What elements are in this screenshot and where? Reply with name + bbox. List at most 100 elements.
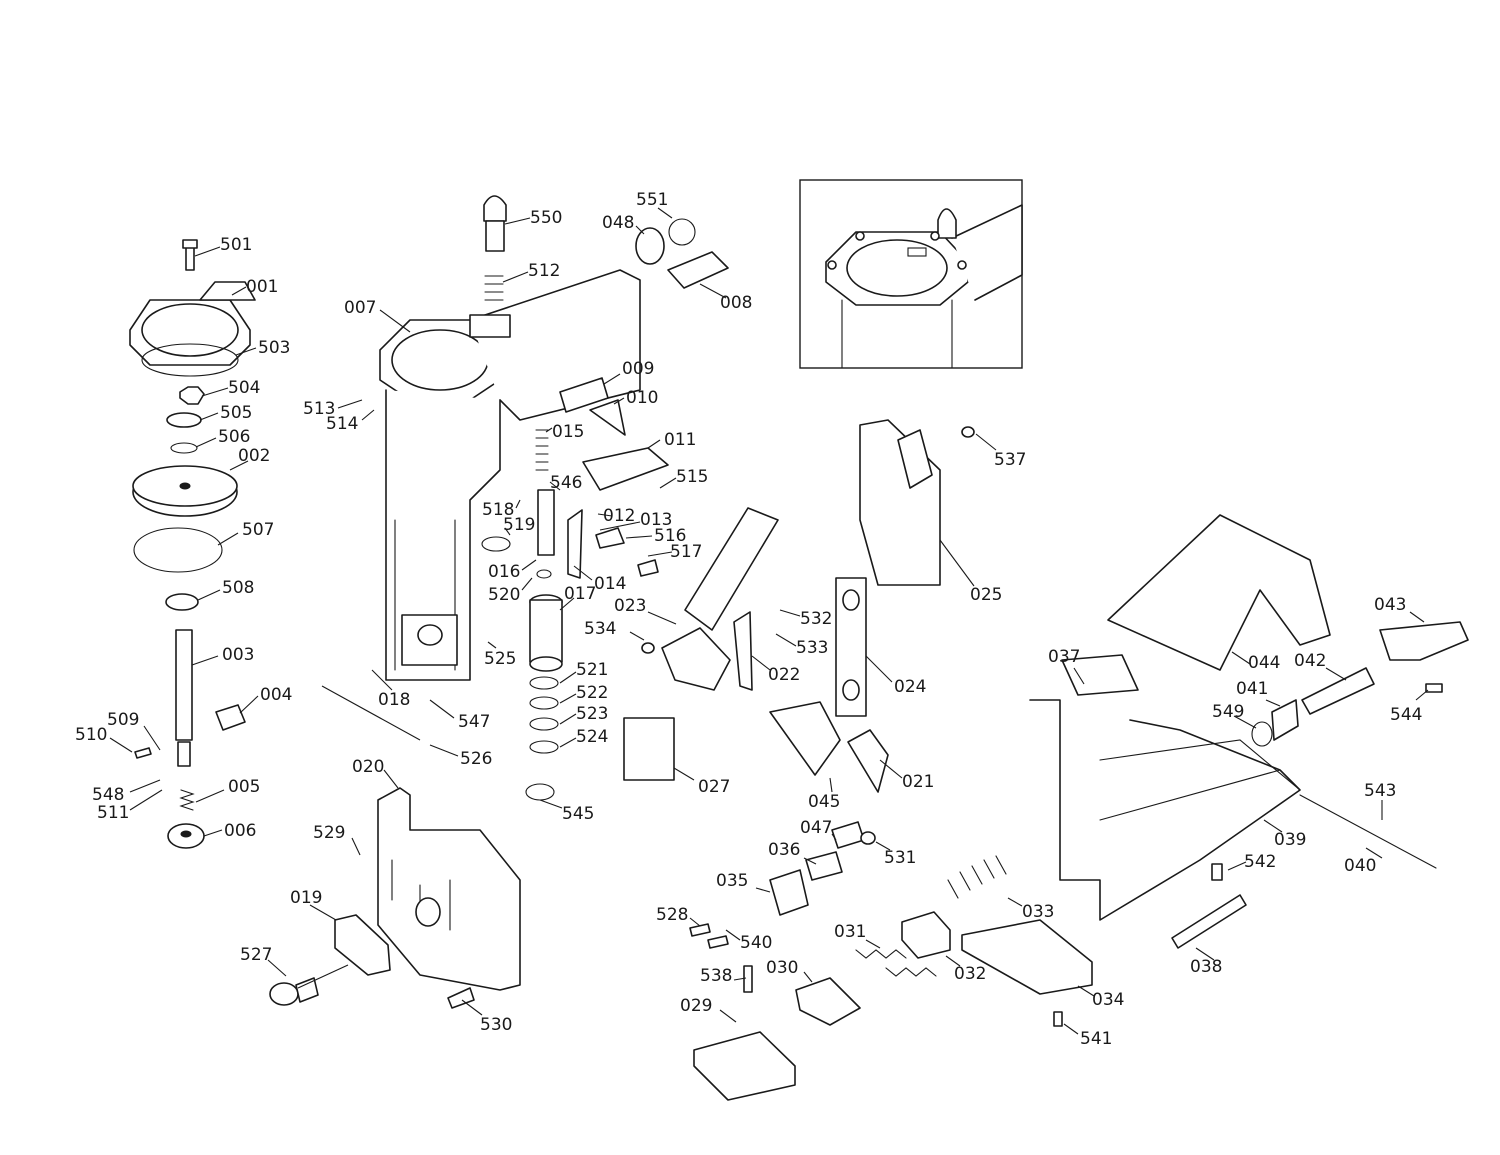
callout-007: 007 (344, 298, 376, 318)
callout-519: 519 (503, 515, 535, 535)
callout-533: 533 (796, 638, 828, 658)
callout-503: 503 (258, 338, 290, 358)
callout-520: 520 (488, 585, 520, 605)
callout-033: 033 (1022, 902, 1054, 922)
callout-004: 004 (260, 685, 292, 705)
callout-047: 047 (800, 818, 832, 838)
callout-020: 020 (352, 757, 384, 777)
callout-504: 504 (228, 378, 260, 398)
callout-013: 013 (640, 510, 672, 530)
callout-023: 023 (614, 596, 646, 616)
callout-038: 038 (1190, 957, 1222, 977)
callout-525: 525 (484, 649, 516, 669)
callout-538: 538 (700, 966, 732, 986)
callout-labels: 501 001 503 504 505 506 002 507 508 003 … (75, 190, 1422, 1049)
latch-assembly (859, 419, 975, 586)
callout-042: 042 (1294, 651, 1326, 671)
callout-518: 518 (482, 500, 514, 520)
callout-006: 006 (224, 821, 256, 841)
callout-031: 031 (834, 922, 866, 942)
side-plates (269, 717, 675, 1009)
callout-015: 015 (552, 422, 584, 442)
callout-017: 017 (564, 584, 596, 604)
callout-546: 546 (550, 473, 582, 493)
callout-528: 528 (656, 905, 688, 925)
callout-524: 524 (576, 727, 608, 747)
callout-534: 534 (584, 619, 616, 639)
callout-016: 016 (488, 562, 520, 582)
callout-027: 027 (698, 777, 730, 797)
callout-527: 527 (240, 945, 272, 965)
callout-029: 029 (680, 996, 712, 1016)
callout-037: 037 (1048, 647, 1080, 667)
callout-048: 048 (602, 213, 634, 233)
callout-517: 517 (670, 542, 702, 562)
callout-001: 001 (246, 277, 278, 297)
callout-544: 544 (1390, 705, 1422, 725)
valve-stack (481, 429, 669, 801)
callout-036: 036 (768, 840, 800, 860)
callout-019: 019 (290, 888, 322, 908)
callout-548: 548 (92, 785, 124, 805)
callout-530: 530 (480, 1015, 512, 1035)
leader-lines (109, 207, 1429, 1035)
callout-508: 508 (222, 578, 254, 598)
cap-assembly (129, 239, 256, 849)
callout-025: 025 (970, 585, 1002, 605)
callout-010: 010 (626, 388, 658, 408)
linkage-parts (641, 507, 889, 793)
callout-035: 035 (716, 871, 748, 891)
callout-540: 540 (740, 933, 772, 953)
callout-532: 532 (800, 609, 832, 629)
callout-507: 507 (242, 520, 274, 540)
callout-515: 515 (676, 467, 708, 487)
callout-011: 011 (664, 430, 696, 450)
callout-032: 032 (954, 964, 986, 984)
callout-021: 021 (902, 772, 934, 792)
callout-511: 511 (97, 803, 129, 823)
callout-041: 041 (1236, 679, 1268, 699)
callout-024: 024 (894, 677, 926, 697)
callout-040: 040 (1344, 856, 1376, 876)
callout-514: 514 (326, 414, 358, 434)
callout-030: 030 (766, 958, 798, 978)
callout-543: 543 (1364, 781, 1396, 801)
callout-501: 501 (220, 235, 252, 255)
callout-537: 537 (994, 450, 1026, 470)
callout-505: 505 (220, 403, 252, 423)
callout-043: 043 (1374, 595, 1406, 615)
callout-550: 550 (530, 208, 562, 228)
callout-003: 003 (222, 645, 254, 665)
callout-516: 516 (654, 526, 686, 546)
callout-510: 510 (75, 725, 107, 745)
callout-012: 012 (603, 506, 635, 526)
callout-521: 521 (576, 660, 608, 680)
callout-545: 545 (562, 804, 594, 824)
lower-parts (689, 821, 1093, 1101)
callout-522: 522 (576, 683, 608, 703)
callout-512: 512 (528, 261, 560, 281)
callout-513: 513 (303, 399, 335, 419)
callout-039: 039 (1274, 830, 1306, 850)
callout-009: 009 (622, 359, 654, 379)
callout-045: 045 (808, 792, 840, 812)
callout-523: 523 (576, 704, 608, 724)
magazine-assembly (1029, 514, 1469, 949)
callout-018: 018 (378, 690, 410, 710)
callout-506: 506 (218, 427, 250, 447)
upper-fittings (483, 195, 729, 436)
callout-531: 531 (884, 848, 916, 868)
callout-022: 022 (768, 665, 800, 685)
callout-526: 526 (460, 749, 492, 769)
inset-detail-view (799, 179, 1023, 369)
callout-509: 509 (107, 710, 139, 730)
callout-549: 549 (1212, 702, 1244, 722)
callout-547: 547 (458, 712, 490, 732)
callout-002: 002 (238, 446, 270, 466)
callout-529: 529 (313, 823, 345, 843)
callout-541: 541 (1080, 1029, 1112, 1049)
callout-034: 034 (1092, 990, 1124, 1010)
callout-005: 005 (228, 777, 260, 797)
callout-008: 008 (720, 293, 752, 313)
